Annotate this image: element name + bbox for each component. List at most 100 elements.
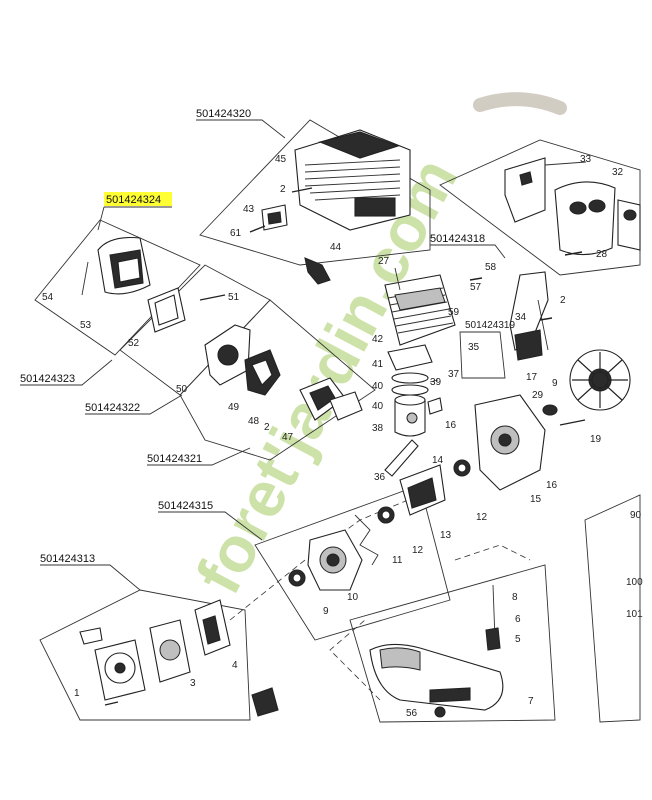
callout-40-b: 40 (372, 401, 384, 412)
part-pulley-3 (149, 619, 191, 683)
callout-101: 101 (626, 609, 643, 620)
assembly-code-501424320[interactable]: 501424320 (196, 108, 251, 120)
callout-51: 51 (228, 292, 240, 303)
screws (104, 187, 586, 706)
part-cap-56 (434, 706, 446, 718)
part-heatshield-33 (504, 157, 546, 223)
assembly-code-501424319[interactable]: 501424319 (465, 320, 515, 331)
callout-41: 41 (372, 359, 384, 370)
part-spring-11 (354, 514, 379, 566)
callout-numbers: 45 2 43 61 44 27 33 32 28 58 57 59 2 34 … (42, 154, 643, 719)
callout-9-left: 9 (323, 606, 329, 617)
callout-7: 7 (528, 696, 534, 707)
assembly-code-501424318[interactable]: 501424318 (430, 233, 485, 245)
callout-47: 47 (282, 432, 294, 443)
callout-12-a: 12 (476, 512, 488, 523)
callout-16-a: 16 (445, 420, 457, 431)
part-filter-cover-53 (97, 236, 151, 295)
part-handle (251, 687, 279, 717)
callout-34: 34 (515, 312, 527, 323)
callout-17: 17 (526, 372, 538, 383)
assembly-code-501424315[interactable]: 501424315 (158, 500, 213, 512)
callout-9-right: 9 (552, 378, 558, 389)
group-outline-501424315 (254, 484, 451, 641)
assembly-code-501424323[interactable]: 501424323 (20, 373, 75, 385)
callout-15: 15 (530, 494, 542, 505)
callout-48: 48 (248, 416, 260, 427)
callout-90: 90 (630, 510, 642, 521)
callout-49: 49 (228, 402, 240, 413)
part-bearing-12-top (453, 459, 471, 477)
part-filter-52 (147, 287, 186, 333)
callout-58: 58 (485, 262, 497, 273)
callout-3: 3 (190, 678, 196, 689)
callout-8: 8 (512, 592, 518, 603)
callout-5: 5 (515, 634, 521, 645)
group-outline-501424320 (199, 119, 431, 266)
group-outline-501424321 (179, 299, 376, 461)
callout-38: 38 (372, 423, 384, 434)
part-tank-7 (369, 643, 504, 711)
callout-43: 43 (243, 204, 255, 215)
callout-61: 61 (230, 228, 242, 239)
assembly-code-501424321[interactable]: 501424321 (147, 453, 202, 465)
watermark-swoosh (473, 92, 567, 115)
group-outline-tank (349, 564, 556, 723)
part-nut-9-right (542, 404, 558, 416)
part-filter-base-50 (204, 324, 251, 386)
leaders (81, 161, 587, 383)
callout-14: 14 (432, 455, 444, 466)
callout-35: 35 (468, 342, 480, 353)
part-cover (294, 129, 411, 231)
callout-44: 44 (330, 242, 342, 253)
part-filter-5 (485, 627, 501, 651)
dash-link-2 (329, 619, 381, 701)
callout-42: 42 (372, 334, 384, 345)
part-pin-39 (427, 397, 443, 415)
callout-19: 19 (590, 434, 602, 445)
callout-1: 1 (74, 688, 80, 699)
part-clip-43 (261, 204, 288, 231)
assembly-code-501424322[interactable]: 501424322 (85, 402, 140, 414)
part-spark-plug-44 (304, 257, 331, 285)
assembly-code-highlighted[interactable]: 501424324 (106, 194, 161, 206)
callout-11: 11 (392, 555, 403, 566)
callout-37: 37 (448, 369, 460, 380)
callout-57: 57 (470, 282, 482, 293)
callout-2c: 2 (264, 422, 270, 433)
callout-10: 10 (347, 592, 359, 603)
part-piston-38 (394, 394, 426, 437)
part-gasket-41 (387, 344, 433, 371)
part-muffler-32 (554, 181, 641, 256)
group-outline-501424313 (39, 589, 251, 721)
callout-6: 6 (515, 614, 521, 625)
callout-4: 4 (232, 660, 238, 671)
part-bearing-9-left (288, 569, 306, 587)
callout-39: 39 (430, 377, 442, 388)
group-outline-right (584, 494, 641, 723)
part-cylinder-42 (384, 274, 456, 346)
callout-50: 50 (176, 384, 188, 395)
part-bearing-12-bottom (377, 506, 395, 524)
callout-59: 59 (448, 307, 460, 318)
callout-27: 27 (378, 256, 390, 267)
callout-2b: 2 (560, 295, 566, 306)
assembly-code-501424313[interactable]: 501424313 (40, 553, 95, 565)
callout-45: 45 (275, 154, 287, 165)
part-flywheel-29 (569, 349, 631, 411)
part-starter-1 (79, 627, 146, 701)
part-ignition-34 (509, 271, 549, 361)
callout-16-b: 16 (546, 480, 558, 491)
callout-54: 54 (42, 292, 54, 303)
part-pawl-4 (194, 599, 231, 656)
callout-52: 52 (128, 338, 140, 349)
callout-13: 13 (440, 530, 452, 541)
group-outline-501424323 (34, 219, 201, 356)
callout-2a: 2 (280, 184, 286, 195)
callout-36: 36 (374, 472, 386, 483)
callout-56: 56 (406, 708, 418, 719)
part-gasket-46 (329, 391, 363, 421)
part-crankcase-10 (307, 529, 363, 591)
